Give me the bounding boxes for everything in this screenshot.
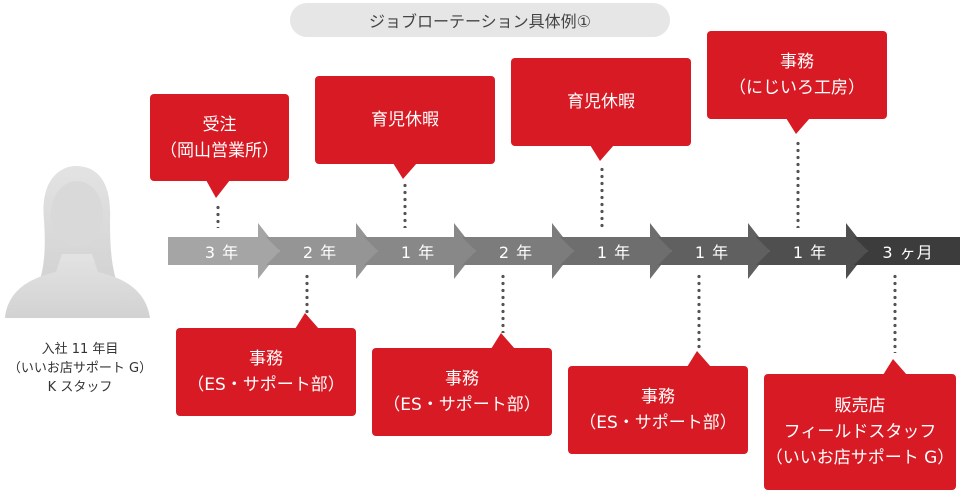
person-caption-line: 入社 11 年目 (41, 342, 119, 357)
timeline-segment-label: 1 年 (792, 243, 828, 262)
person-caption: 入社 11 年目 （いいお店サポート G） K スタッフ (0, 340, 160, 397)
timeline-segment-label: 1 年 (694, 243, 730, 262)
connector-bottom-2 (501, 273, 505, 333)
person-icon (5, 166, 150, 318)
timeline-segment (854, 237, 960, 265)
connector-top-4 (796, 140, 800, 228)
connector-bottom-4 (893, 273, 897, 353)
role-box-top-1: 受注 （岡山営業所） (150, 94, 289, 181)
timeline-segment-label: 2 年 (498, 243, 534, 262)
connector-top-3 (600, 166, 604, 228)
role-line: 事務 (780, 52, 814, 72)
role-line: （ES・サポート部） (383, 395, 541, 415)
role-line: 販売店 (834, 396, 886, 416)
role-line: 事務 (249, 349, 283, 369)
timeline-segment-label: 3 年 (204, 243, 240, 262)
role-box-bottom-1: 事務 （ES・サポート部） (176, 328, 356, 416)
timeline-segment (462, 223, 574, 279)
role-line: 受注 (202, 114, 237, 135)
person-caption-line: （いいお店サポート G） (7, 361, 153, 376)
role-line: （ES・サポート部） (579, 413, 737, 433)
timeline-segment (658, 223, 770, 279)
role-line: 事務 (641, 387, 675, 407)
role-box-bottom-2: 事務 （ES・サポート部） (372, 348, 552, 436)
role-line: （にじいろ工房） (729, 78, 865, 98)
person-caption-line: K スタッフ (47, 380, 113, 395)
timeline-segment-label: 1 年 (400, 243, 436, 262)
timeline-segment (560, 223, 672, 279)
role-box-top-2: 育児休暇 (315, 76, 495, 164)
role-line: （岡山営業所） (160, 140, 279, 161)
role-box-bottom-3: 事務 （ES・サポート部） (568, 366, 748, 454)
diagram-title: ジョブローテーション具体例① (290, 3, 670, 37)
role-line: （ES・サポート部） (187, 375, 345, 395)
role-line: 育児休暇 (371, 110, 439, 130)
diagram-title-text: ジョブローテーション具体例① (368, 12, 592, 31)
connector-bottom-3 (697, 273, 701, 349)
timeline-segment (168, 223, 280, 279)
timeline-segment (364, 223, 476, 279)
connector-top-1 (216, 204, 220, 228)
role-line: フィールドスタッフ (783, 422, 937, 442)
role-box-bottom-4: 販売店 フィールドスタッフ （いいお店サポート G） (764, 374, 956, 490)
timeline-segment (266, 223, 378, 279)
person-silhouette (0, 150, 160, 330)
role-line: 事務 (445, 369, 479, 389)
connector-top-2 (403, 182, 407, 228)
role-box-top-4: 事務 （にじいろ工房） (707, 31, 887, 119)
timeline-segment (756, 223, 868, 279)
timeline-segment-label: 2 年 (302, 243, 338, 262)
role-line: 育児休暇 (567, 92, 635, 112)
role-box-top-3: 育児休暇 (511, 58, 691, 146)
timeline-segment-label: 1 年 (596, 243, 632, 262)
timeline-segment-label: 3 ヶ月 (882, 243, 934, 262)
role-line: （いいお店サポート G） (765, 448, 955, 468)
connector-bottom-1 (305, 273, 309, 313)
